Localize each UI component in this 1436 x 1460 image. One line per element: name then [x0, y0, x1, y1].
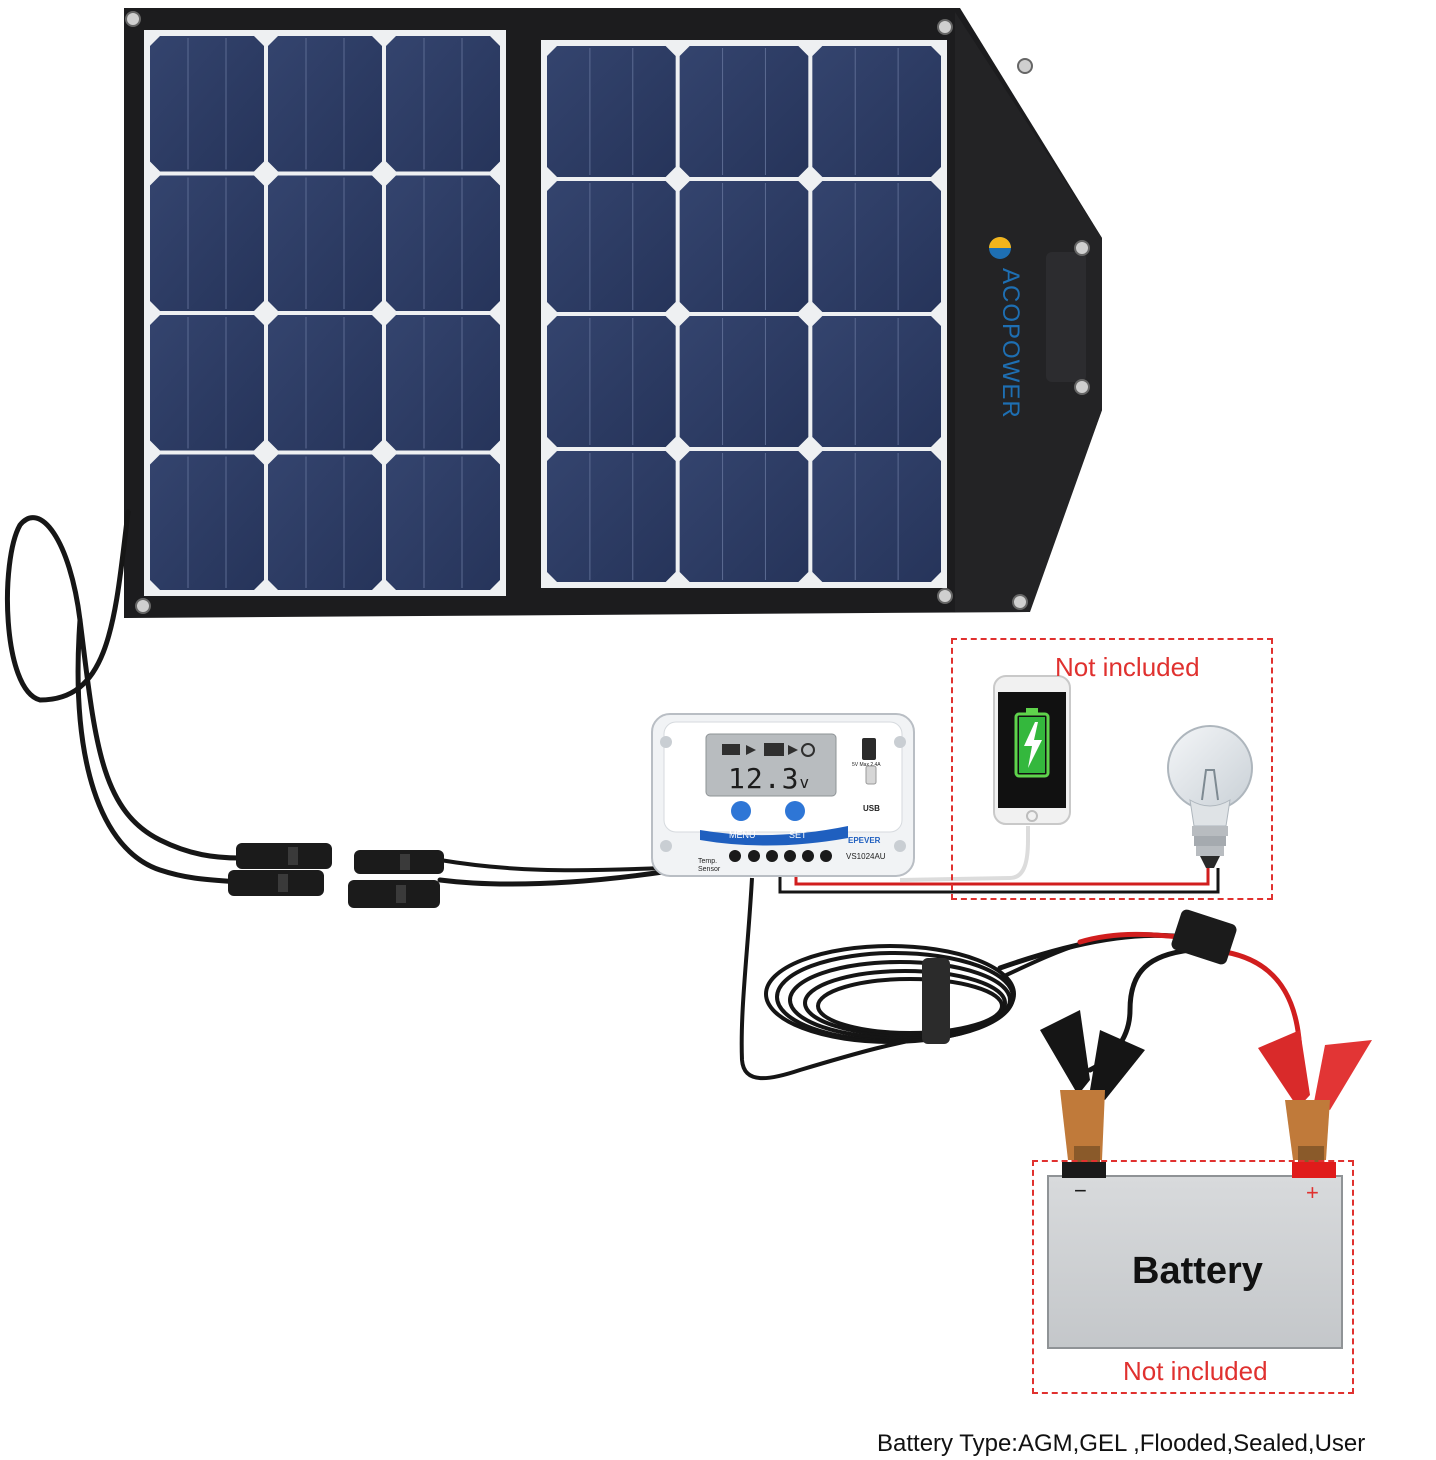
controller-swoosh [700, 826, 848, 846]
solar-cell [150, 315, 264, 451]
cable-strap [922, 958, 950, 1044]
solar-cell [812, 451, 941, 582]
battery-minus: − [1074, 1178, 1087, 1203]
solar-cell [268, 315, 382, 451]
positive-clamp [1258, 1030, 1372, 1164]
solar-panel [124, 8, 1102, 618]
lcd-readout: 12.3v [728, 762, 810, 795]
controller-brand: EPEVER [848, 836, 881, 845]
positive-terminal [1292, 1162, 1336, 1178]
negative-terminal [1062, 1162, 1106, 1178]
battery-type-note: Battery Type:AGM,GEL ,Flooded,Sealed,Use… [877, 1430, 1366, 1457]
solar-cell [812, 46, 941, 177]
set-button[interactable] [785, 801, 805, 821]
battery-plus: + [1306, 1180, 1319, 1205]
solar-cell [268, 175, 382, 311]
usb-plug [865, 765, 877, 785]
menu-button[interactable] [731, 801, 751, 821]
solar-cell [150, 454, 264, 590]
solar-cell [547, 181, 676, 312]
terminal-block [729, 850, 832, 862]
brand-logo-text: ACOPOWER [997, 268, 1024, 419]
smartphone [993, 675, 1071, 825]
usb-label: USB [863, 804, 880, 813]
not-included-battery-box [1032, 1160, 1354, 1394]
solar-cell [812, 316, 941, 447]
solar-cell [150, 36, 264, 172]
loads-not-included-label: Not included [1055, 652, 1200, 682]
solar-cell [547, 46, 676, 177]
controller-model: VS1024AU [846, 852, 886, 861]
solar-cell [150, 175, 264, 311]
charge-controller [651, 713, 915, 877]
usb-rating: 5V Max 2.4A [852, 762, 881, 768]
solar-cell [679, 451, 809, 582]
pv-cable [4, 509, 703, 887]
grommets [125, 11, 1090, 614]
lcd-voltage-unit: v [799, 773, 811, 792]
light-bulb [1167, 725, 1253, 868]
solar-cell [386, 315, 500, 451]
solar-cell [679, 316, 809, 447]
set-label: SET [789, 830, 807, 840]
acopower-logo-icon [989, 237, 1011, 259]
usb-port[interactable] [862, 738, 876, 760]
negative-clamp [1040, 1010, 1145, 1164]
menu-label: MENU [729, 830, 756, 840]
solar-cell [812, 181, 941, 312]
solar-cells-left [150, 36, 500, 590]
battery [1047, 1162, 1343, 1349]
solar-cell [547, 451, 676, 582]
solar-cell [547, 316, 676, 447]
solar-cell [386, 36, 500, 172]
mc4-connectors [228, 843, 444, 908]
solar-cell [268, 36, 382, 172]
temp-sensor-label: Temp. Sensor [698, 858, 721, 873]
not-included-loads-box [951, 638, 1273, 900]
lcd-voltage-value: 12.3 [728, 762, 800, 795]
battery-leads [997, 931, 1303, 1073]
solar-cell [268, 454, 382, 590]
solar-cell [679, 46, 809, 177]
solar-cell [386, 454, 500, 590]
battery-not-included-label: Not included [1123, 1356, 1268, 1386]
solar-cells-right [547, 46, 941, 582]
battery-label: Battery [1132, 1250, 1263, 1292]
inline-fuse-holder [1171, 909, 1237, 965]
solar-cell [679, 181, 809, 312]
solar-cell [386, 175, 500, 311]
lcd-status-icons [722, 743, 815, 757]
